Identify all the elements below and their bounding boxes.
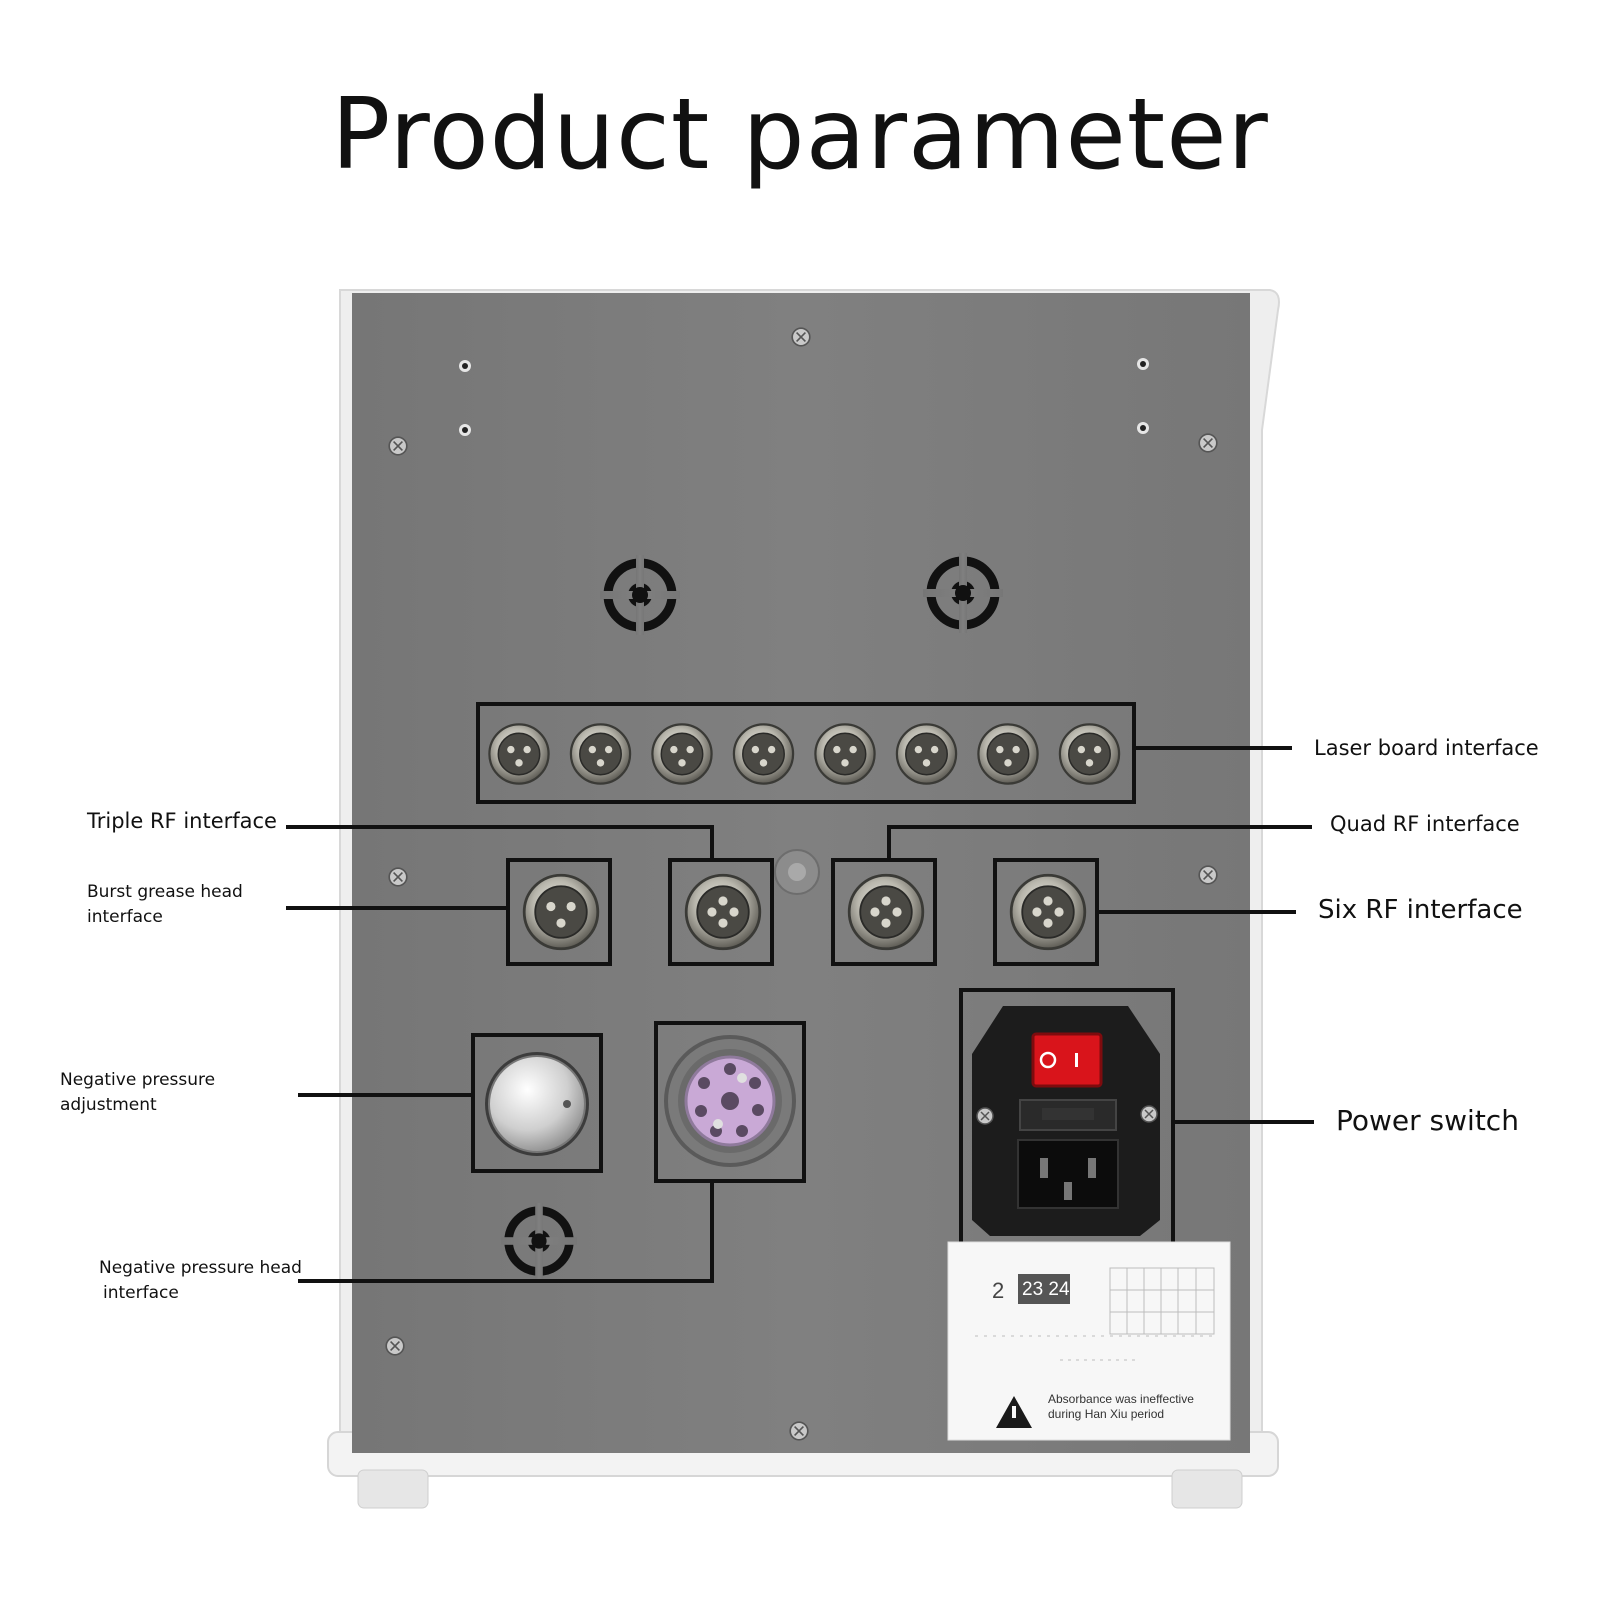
mount-hole — [1137, 422, 1149, 434]
laser-connector — [977, 723, 1039, 785]
laser-connector — [488, 723, 550, 785]
laser-connector — [1058, 723, 1121, 785]
power-rocker-switch — [1031, 1032, 1103, 1088]
neg-pressure-head-label-line1: Negative pressure head — [99, 1258, 302, 1278]
screw-icon — [789, 1421, 809, 1441]
triple-rf-connector — [684, 873, 762, 951]
neg-pressure-head-callout-box — [654, 1021, 806, 1183]
quad-rf-label: Quad RF interface — [1330, 812, 1520, 836]
laser-connector — [732, 723, 795, 785]
screw-icon — [1198, 865, 1218, 885]
screw-icon — [1198, 433, 1218, 453]
screw-icon — [385, 1336, 405, 1356]
neg-pressure-adj-label-line1: Negative pressure — [60, 1070, 216, 1090]
neg-pressure-head-label-line2: interface — [103, 1283, 179, 1303]
six-rf-connector — [1009, 873, 1087, 951]
laser-board-label: Laser board interface — [1314, 736, 1539, 760]
callout-leader-lines — [286, 746, 1314, 1283]
laser-board-callout-box — [476, 702, 1136, 804]
power-switch-module — [972, 1006, 1160, 1236]
neg-pressure-adj-label-line2: adjustment — [60, 1095, 157, 1115]
screw-icon — [976, 1107, 994, 1125]
screw-icon — [1140, 1105, 1158, 1123]
mount-hole — [459, 360, 471, 372]
neg-pressure-adj-label: Negative pressure adjustment — [60, 1068, 215, 1118]
triple-rf-label: Triple RF interface — [87, 809, 277, 833]
sticker-warning-line2: during Han Xiu period — [1048, 1407, 1165, 1421]
negative-pressure-knob — [485, 1052, 589, 1156]
laser-connector — [569, 723, 632, 785]
quad-rf-callout-box — [831, 858, 937, 966]
laser-connector — [895, 723, 958, 785]
sticker-numbers: 23 24 — [1022, 1279, 1070, 1300]
screw-icon — [791, 327, 811, 347]
panel-fasteners — [385, 327, 1218, 1441]
sticker-partial-number: 2 — [992, 1278, 1005, 1303]
burst-grease-label: Burst grease head interface — [87, 880, 243, 930]
laser-connector — [651, 723, 713, 785]
power-switch-label: Power switch — [1336, 1104, 1519, 1137]
screw-icon — [388, 867, 408, 887]
mount-hole — [1137, 358, 1149, 370]
burst-grease-connector — [522, 873, 600, 951]
burst-grease-label-line1: Burst grease head — [87, 882, 243, 902]
burst-grease-label-line2: interface — [87, 907, 163, 927]
burst-grease-callout-box — [506, 858, 612, 966]
neg-pressure-adj-callout-box — [471, 1033, 603, 1173]
sticker-warning-line1: Absorbance was ineffective — [1048, 1392, 1194, 1406]
screw-icon — [388, 436, 408, 456]
neg-pressure-head-label: Negative pressure head interface — [99, 1256, 302, 1306]
laser-connector — [814, 723, 876, 785]
quad-rf-connector — [847, 873, 925, 951]
page-title: Product parameter — [331, 78, 1269, 192]
six-rf-label: Six RF interface — [1318, 895, 1523, 925]
negative-pressure-head-port — [664, 1035, 796, 1167]
rating-label-sticker — [947, 1241, 1231, 1441]
sticker-warning-text: Absorbance was ineffective during Han Xi… — [1048, 1392, 1194, 1422]
mount-hole — [459, 424, 471, 436]
triple-rf-callout-box — [668, 858, 774, 966]
